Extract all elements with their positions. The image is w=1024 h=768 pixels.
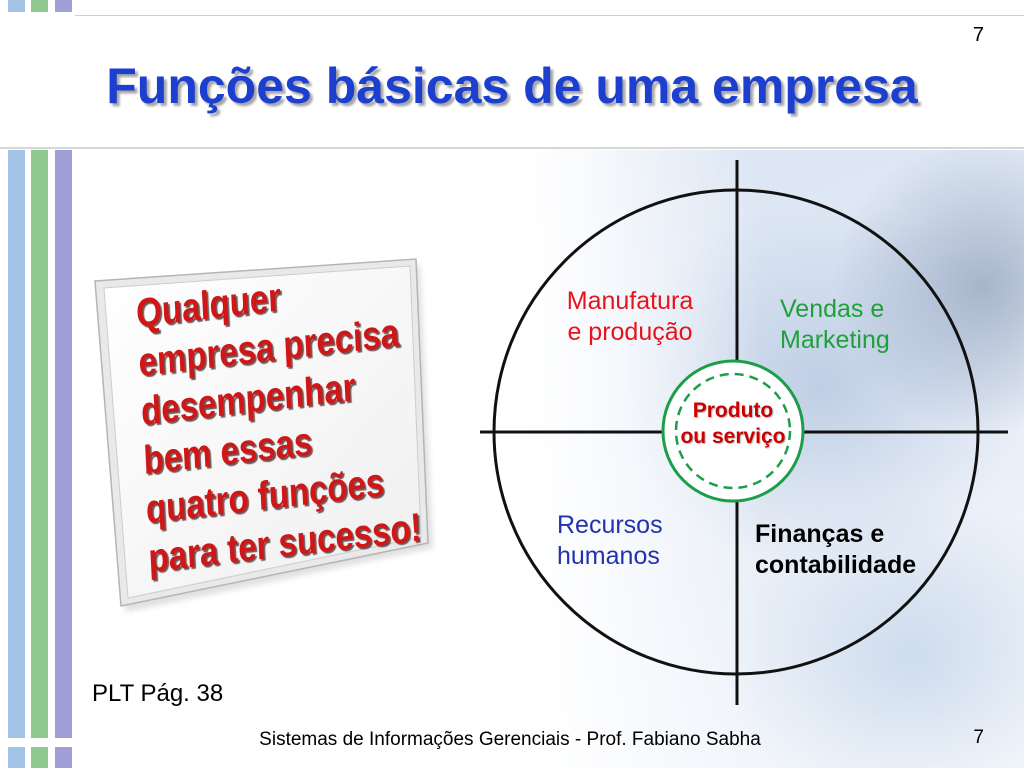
page-number-top: 7 [972, 24, 984, 46]
page-reference: PLT Pág. 38 [92, 680, 224, 707]
top-rule [75, 15, 1024, 16]
decor-square-blue-bottom [8, 747, 25, 768]
page-number-bottom: 7 [973, 727, 984, 748]
center-label-line: Produto [692, 399, 774, 422]
quadrant-label-finance-accounting: Finanças e contabilidade [755, 519, 916, 581]
quadrant-label-line: Vendas e [780, 295, 885, 323]
decor-square-purple-bottom [55, 747, 72, 768]
decor-square-blue-top [8, 0, 25, 12]
decor-stripe-blue [8, 150, 25, 738]
footer-text: Sistemas de Informações Gerenciais - Pro… [259, 729, 761, 750]
quadrant-label-line: Manufatura [566, 287, 694, 315]
decor-square-green-top [31, 0, 48, 12]
quadrant-label-line: Recursos [557, 511, 663, 539]
decor-square-green-bottom [31, 747, 48, 768]
plaque-face [103, 265, 422, 599]
quadrant-label-manufacturing: Manufatura e produção [555, 286, 705, 348]
quadrant-label-line: Finanças e [755, 520, 885, 548]
quadrant-label-line: contabilidade [755, 551, 917, 579]
quadrant-label-line: Marketing [780, 326, 890, 354]
center-label-line: ou serviço [680, 425, 786, 448]
quadrant-label-line: e produção [567, 318, 693, 346]
title-divider [0, 147, 1024, 149]
center-ring-dashed [674, 372, 792, 490]
slide-title: Funções básicas de uma empresa [106, 58, 918, 114]
center-label-product-service: Produto ou serviço [663, 398, 803, 450]
decor-stripe-purple [55, 150, 72, 738]
center-ring-solid [661, 359, 805, 503]
quadrant-label-line: humanos [557, 542, 660, 570]
quadrant-label-sales-marketing: Vendas e Marketing [780, 294, 890, 356]
quadrant-label-human-resources: Recursos humanos [557, 510, 663, 572]
decor-square-purple-top [55, 0, 72, 12]
decor-stripe-green [31, 150, 48, 738]
